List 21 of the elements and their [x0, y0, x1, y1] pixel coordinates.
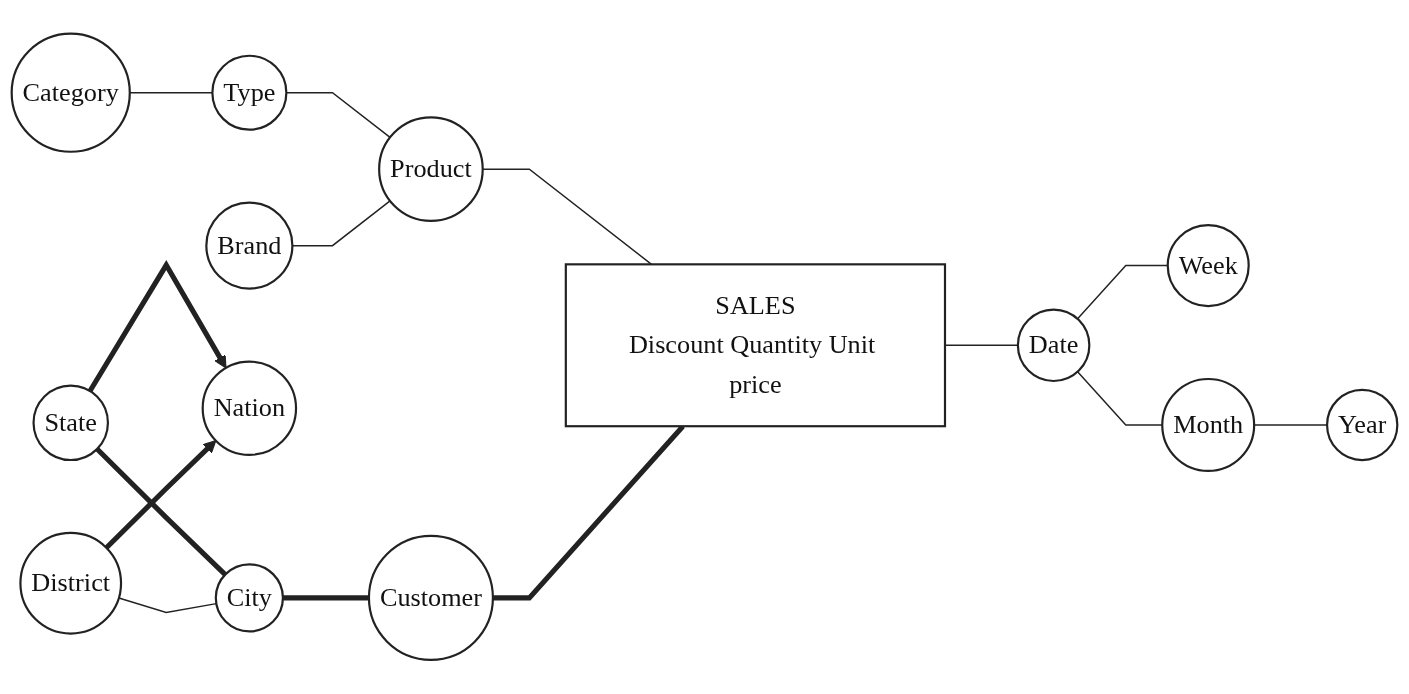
- node-circle: Year: [1325, 389, 1399, 462]
- node-circle: State: [32, 384, 109, 462]
- node-circle: Product: [378, 116, 484, 223]
- connector: [1253, 424, 1328, 426]
- node-circle: Week: [1166, 224, 1250, 308]
- node-box: SALES Discount Quantity Unit price: [564, 263, 947, 428]
- node-circle: Customer: [367, 535, 494, 662]
- connector: [282, 595, 369, 601]
- node-circle: Type: [211, 54, 288, 132]
- connector: [1076, 371, 1163, 426]
- node-circle: Month: [1161, 378, 1256, 473]
- node-circle: City: [214, 563, 284, 633]
- node-circle: Nation: [201, 360, 298, 457]
- node-circle: Category: [10, 32, 131, 154]
- connector: [95, 447, 227, 577]
- node-circle: Brand: [205, 201, 294, 290]
- node-circle: Date: [1016, 308, 1091, 383]
- node-circle: District: [19, 532, 123, 635]
- arrow: [87, 260, 227, 393]
- connector: [944, 344, 1019, 347]
- arrow: [104, 440, 217, 550]
